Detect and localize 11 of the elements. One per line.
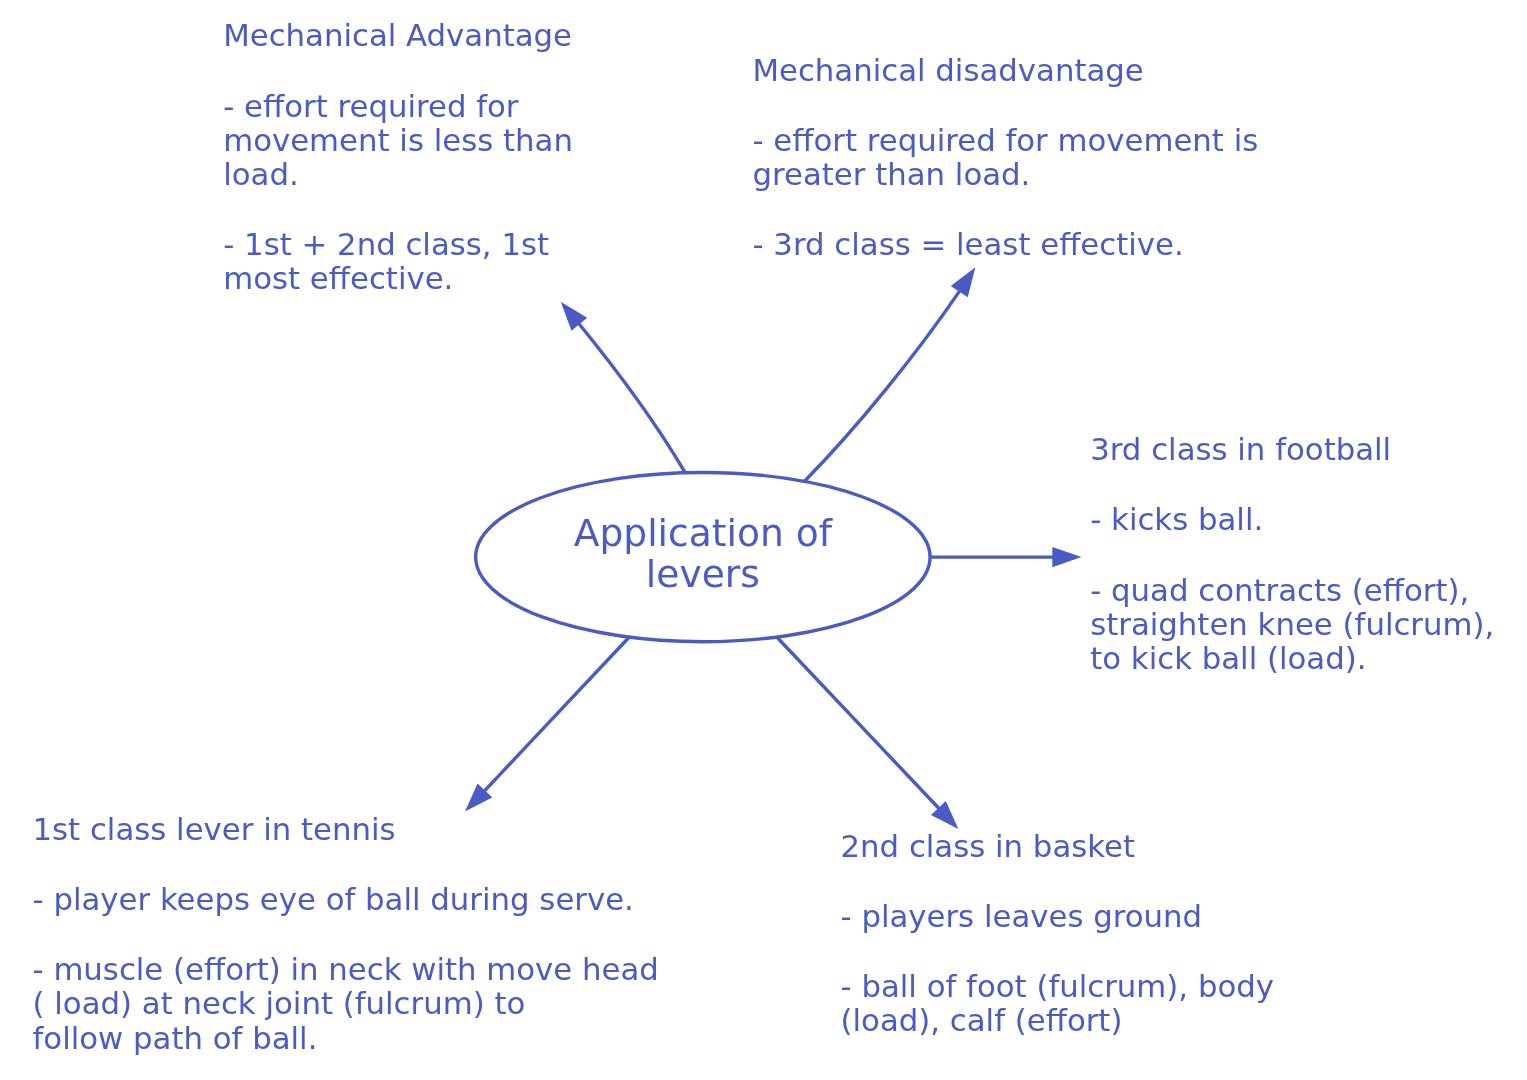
node-ellipse: Application of levers (473, 470, 932, 644)
arrow (775, 636, 958, 830)
node-text: 3rd class in football - kicks ball. - quad contracts (effort), straighten knee (fulcrum), to kick ball (load). (1089, 431, 1494, 676)
arrow (802, 267, 975, 483)
arrow (929, 546, 1081, 568)
arrow (560, 301, 687, 474)
arrow (464, 636, 630, 812)
node-text: 2nd class in basket - players leaves ground - ball of foot (fulcrum), body (load), calf (effort) (840, 828, 1274, 1039)
node-text: 1st class lever in tennis - player keeps eye of ball during serve. - muscle (effort) in neck with move head ( load) at neck joint (fulcrum) to follow path of ball. (32, 810, 659, 1056)
node-text: Mechanical Advantage - effort required for movement is less than load. - 1st + 2nd class, 1st most effective. (222, 17, 573, 297)
node-text: Mechanical disadvantage - effort required for movement is greater than load. - 3rd class = least effective. (751, 51, 1258, 263)
